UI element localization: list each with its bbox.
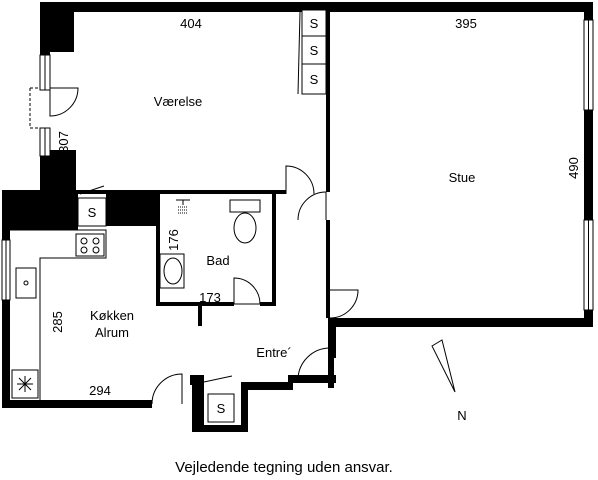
outer-walls — [2, 2, 593, 432]
north-arrow-icon — [431, 339, 456, 393]
dimension-stue-width: 395 — [455, 16, 477, 31]
toilet-icon — [229, 199, 261, 244]
room-label-bad: Bad — [206, 253, 229, 268]
windows — [1, 19, 594, 311]
kitchen-sink-icon — [15, 267, 37, 299]
heater-icon — [11, 369, 39, 399]
dimension-koekken-width: 294 — [89, 383, 111, 398]
wardrobes: S S S S S — [77, 9, 327, 423]
room-label-vaerelse: Værelse — [154, 94, 202, 109]
dimension-bad-depth: 176 — [166, 229, 181, 251]
north-label: N — [457, 408, 466, 423]
sink-icon — [159, 253, 185, 289]
room-label-alrum: Alrum — [95, 325, 129, 340]
shower-icon — [176, 199, 190, 214]
stove-icon — [75, 233, 105, 257]
storage-label: S — [310, 43, 319, 58]
kitchen-counter — [10, 229, 107, 400]
dimension-vaerelse-width: 404 — [180, 16, 202, 31]
room-label-entre: Entre´ — [256, 345, 291, 360]
dimension-koekken-depth: 285 — [50, 311, 65, 333]
storage-label: S — [310, 72, 319, 87]
dimension-vaerelse-depth: 307 — [56, 131, 71, 153]
dimension-stue-depth: 490 — [566, 157, 581, 179]
interior-walls — [76, 2, 330, 385]
storage-label: S — [310, 16, 319, 31]
storage-label: S — [217, 401, 226, 416]
room-label-stue: Stue — [449, 170, 476, 185]
doors — [29, 87, 359, 405]
disclaimer-caption: Vejledende tegning uden ansvar. — [175, 459, 393, 476]
bath-fixtures — [159, 199, 261, 289]
room-label-koekken: Køkken — [90, 308, 134, 323]
storage-label: S — [88, 205, 97, 220]
dimension-bad-width: 173 — [199, 290, 221, 305]
